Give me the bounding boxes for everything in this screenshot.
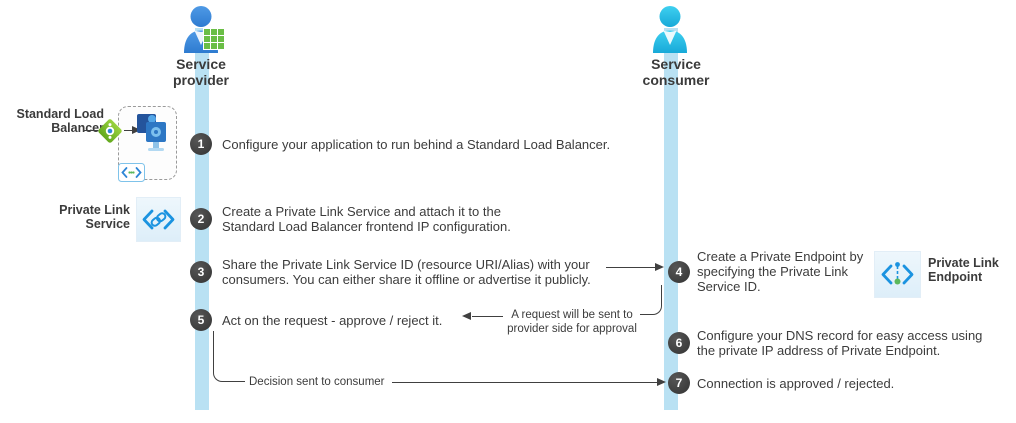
private-link-service-icon bbox=[136, 197, 181, 242]
step-text-1: Configure your application to run behind… bbox=[222, 137, 611, 152]
service-consumer-person-icon bbox=[648, 5, 692, 53]
step-badge-4: 4 bbox=[668, 261, 690, 283]
request-arrow-line bbox=[472, 316, 503, 318]
step-text-3: Share the Private Link Service ID (resou… bbox=[222, 257, 591, 287]
decision-elbow-connector bbox=[213, 331, 245, 382]
slb-connector-line bbox=[83, 130, 97, 132]
share-arrowhead bbox=[655, 263, 664, 271]
request-approval-label: A request will be sent to provider side … bbox=[507, 309, 637, 335]
step-text-6: Configure your DNS record for easy acces… bbox=[697, 328, 983, 358]
private-link-service-label: Private Link Service bbox=[59, 203, 130, 231]
private-link-endpoint-label: Private Link Endpoint bbox=[928, 256, 999, 284]
decision-arrowhead bbox=[657, 378, 666, 386]
step-badge-7: 7 bbox=[668, 372, 690, 394]
diamond-to-vm-arrowhead bbox=[132, 126, 141, 134]
step-badge-2: 2 bbox=[190, 208, 212, 230]
code-brackets-icon bbox=[118, 163, 145, 187]
decision-arrow-line bbox=[392, 382, 658, 384]
service-provider-label: Service provider bbox=[172, 56, 229, 88]
load-balancer-diamond-icon bbox=[96, 117, 124, 150]
step-badge-6: 6 bbox=[668, 332, 690, 354]
standard-load-balancer-label: Standard Load Balancer bbox=[16, 107, 104, 135]
diamond-to-vm-line bbox=[124, 130, 134, 132]
decision-label: Decision sent to consumer bbox=[249, 376, 385, 388]
request-elbow-connector bbox=[640, 285, 662, 315]
vm-scale-set-icon bbox=[134, 111, 172, 160]
grid-icon bbox=[203, 28, 225, 55]
step-badge-1: 1 bbox=[190, 133, 212, 155]
consumer-timeline bbox=[664, 28, 678, 410]
step-text-2: Create a Private Link Service and attach… bbox=[222, 204, 511, 234]
private-link-endpoint-icon bbox=[874, 251, 921, 298]
step-badge-5: 5 bbox=[190, 309, 212, 331]
step-text-7: Connection is approved / rejected. bbox=[697, 376, 895, 391]
service-consumer-label: Service consumer bbox=[642, 56, 710, 88]
request-arrowhead bbox=[462, 312, 471, 320]
step-badge-3: 3 bbox=[190, 261, 212, 283]
step-text-5: Act on the request - approve / reject it… bbox=[222, 313, 443, 328]
share-arrow-line bbox=[606, 267, 656, 269]
step-text-4: Create a Private Endpoint by specifying … bbox=[697, 249, 864, 294]
